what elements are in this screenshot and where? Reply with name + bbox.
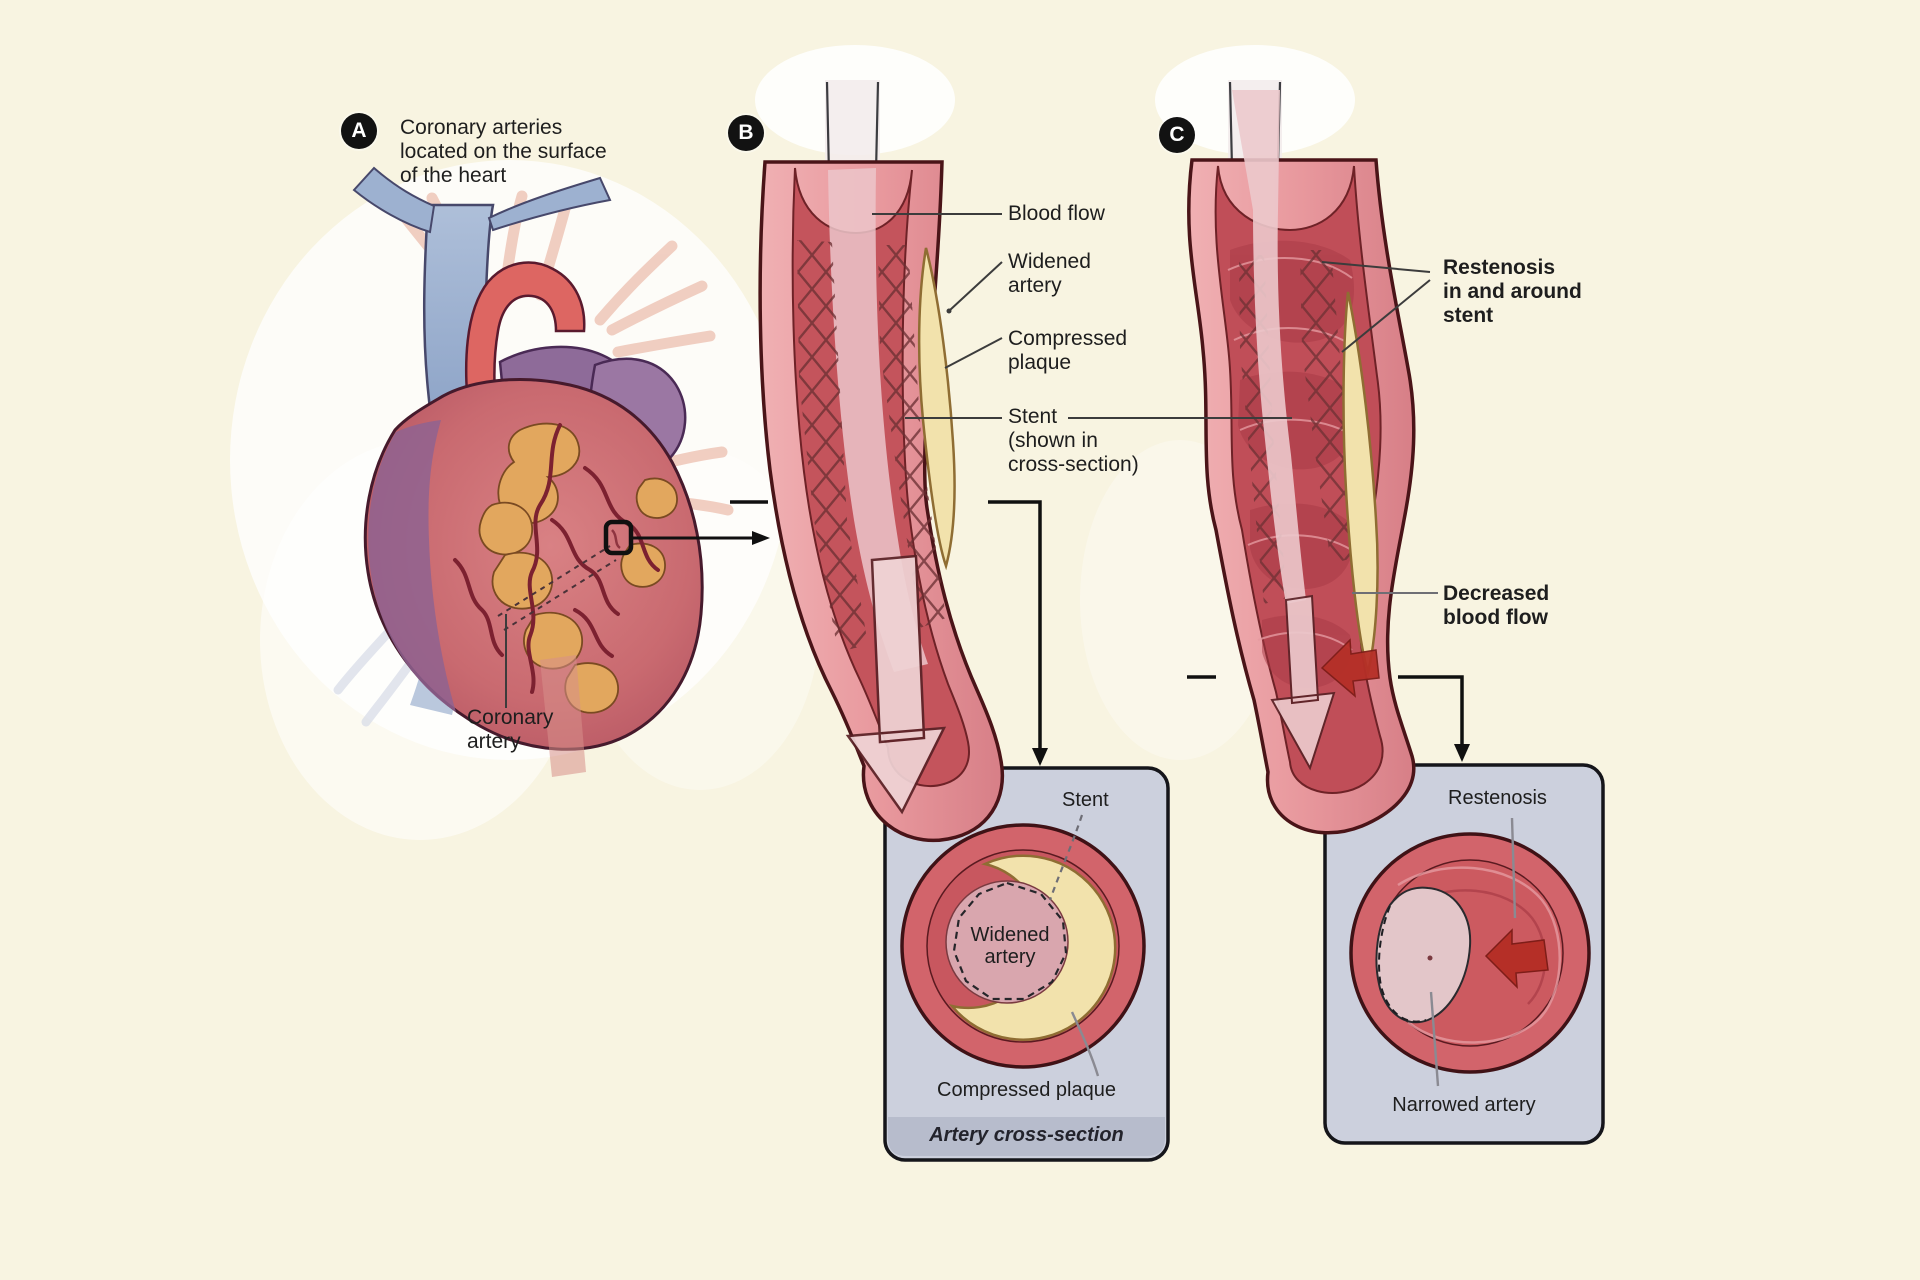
bracket-arrowhead-b: [1032, 748, 1048, 766]
restenosis-leader-line: [1510, 817, 1517, 919]
heart-illustration: [333, 166, 734, 777]
panel-a-badge: A: [341, 113, 377, 149]
cross-section-stent-outline: [952, 881, 1068, 1001]
blood-flow-label: Blood flow: [1008, 202, 1105, 225]
panel-c-badge: C: [1159, 117, 1195, 153]
widened-artery-leader: [949, 261, 1003, 311]
artery-b: [758, 80, 1004, 843]
restenosis-leader-lower: [1341, 279, 1431, 353]
inset-b-footer-label: Artery cross-section: [929, 1124, 1124, 1146]
section-bracket-b: [988, 500, 1042, 750]
leader-lines: [505, 213, 1438, 708]
heart-section-marker: [603, 519, 770, 556]
inset-c-restenosis-label: Restenosis: [1448, 787, 1547, 809]
epicardial-fat: [478, 422, 678, 714]
blood-flow-arrow-b: [845, 554, 947, 815]
descending-vessel: [540, 655, 586, 777]
stent-label: Stent (shown in cross-section): [1008, 405, 1139, 476]
bracket-arrowhead-c: [1454, 744, 1470, 762]
stent-mesh-b-left: [797, 240, 868, 652]
panel-b-badge: B: [728, 115, 764, 151]
marker-arrowhead: [752, 531, 770, 545]
stent-mesh-b-right: [878, 245, 946, 628]
compressed-plaque-label: Compressed plaque: [1008, 327, 1128, 374]
decreased-blood-flow-label: Decreased blood flow: [1443, 582, 1550, 629]
inset-c-box: [1323, 763, 1605, 1145]
blood-flow-arrow-c: [1270, 594, 1336, 771]
restenosis-label: Restenosis in and around stent: [1443, 256, 1582, 327]
blood-channel-c: [1232, 90, 1306, 604]
artery-c: [1187, 80, 1416, 835]
stent-leader-line: [1048, 814, 1084, 901]
inset-b-box: [883, 766, 1170, 1162]
blood-channel-b: [828, 168, 928, 672]
right-atrium: [368, 420, 456, 712]
catheter-lines-b: [825, 81, 880, 176]
compressed-plaque-leader-line: [1070, 1011, 1100, 1077]
cross-section-stent-outline-c: [1378, 905, 1427, 1023]
widened-artery-label: Widened artery: [1008, 250, 1091, 297]
panel-a-caption: Coronary arteries located on the surface…: [400, 116, 607, 187]
decreased-flow-arrow-glyph: [1320, 638, 1380, 698]
restenosis-leader-upper: [1321, 261, 1431, 273]
inset-b-compressed-plaque-label: Compressed plaque: [937, 1079, 1116, 1101]
stent-mesh-c-right: [1300, 250, 1353, 564]
narrowed-flow-arrow: [1484, 928, 1549, 989]
section-bracket-c: [1398, 675, 1464, 746]
inset-c-narrowed-artery-label: Narrowed artery: [1392, 1094, 1536, 1116]
narrowed-artery-leader-line: [1429, 991, 1440, 1087]
section-brackets: [730, 500, 1464, 750]
inset-b-widened-artery-label: Widened artery: [970, 924, 1050, 968]
compressed-plaque-leader: [944, 337, 1003, 369]
coronary-artery-highlight: [497, 545, 617, 631]
inset-b-stent-label: Stent: [1062, 789, 1109, 811]
coronary-artery-label: Coronary artery: [467, 706, 554, 753]
cross-section-widened-lumen: [945, 880, 1069, 1004]
aorta: [464, 261, 586, 430]
